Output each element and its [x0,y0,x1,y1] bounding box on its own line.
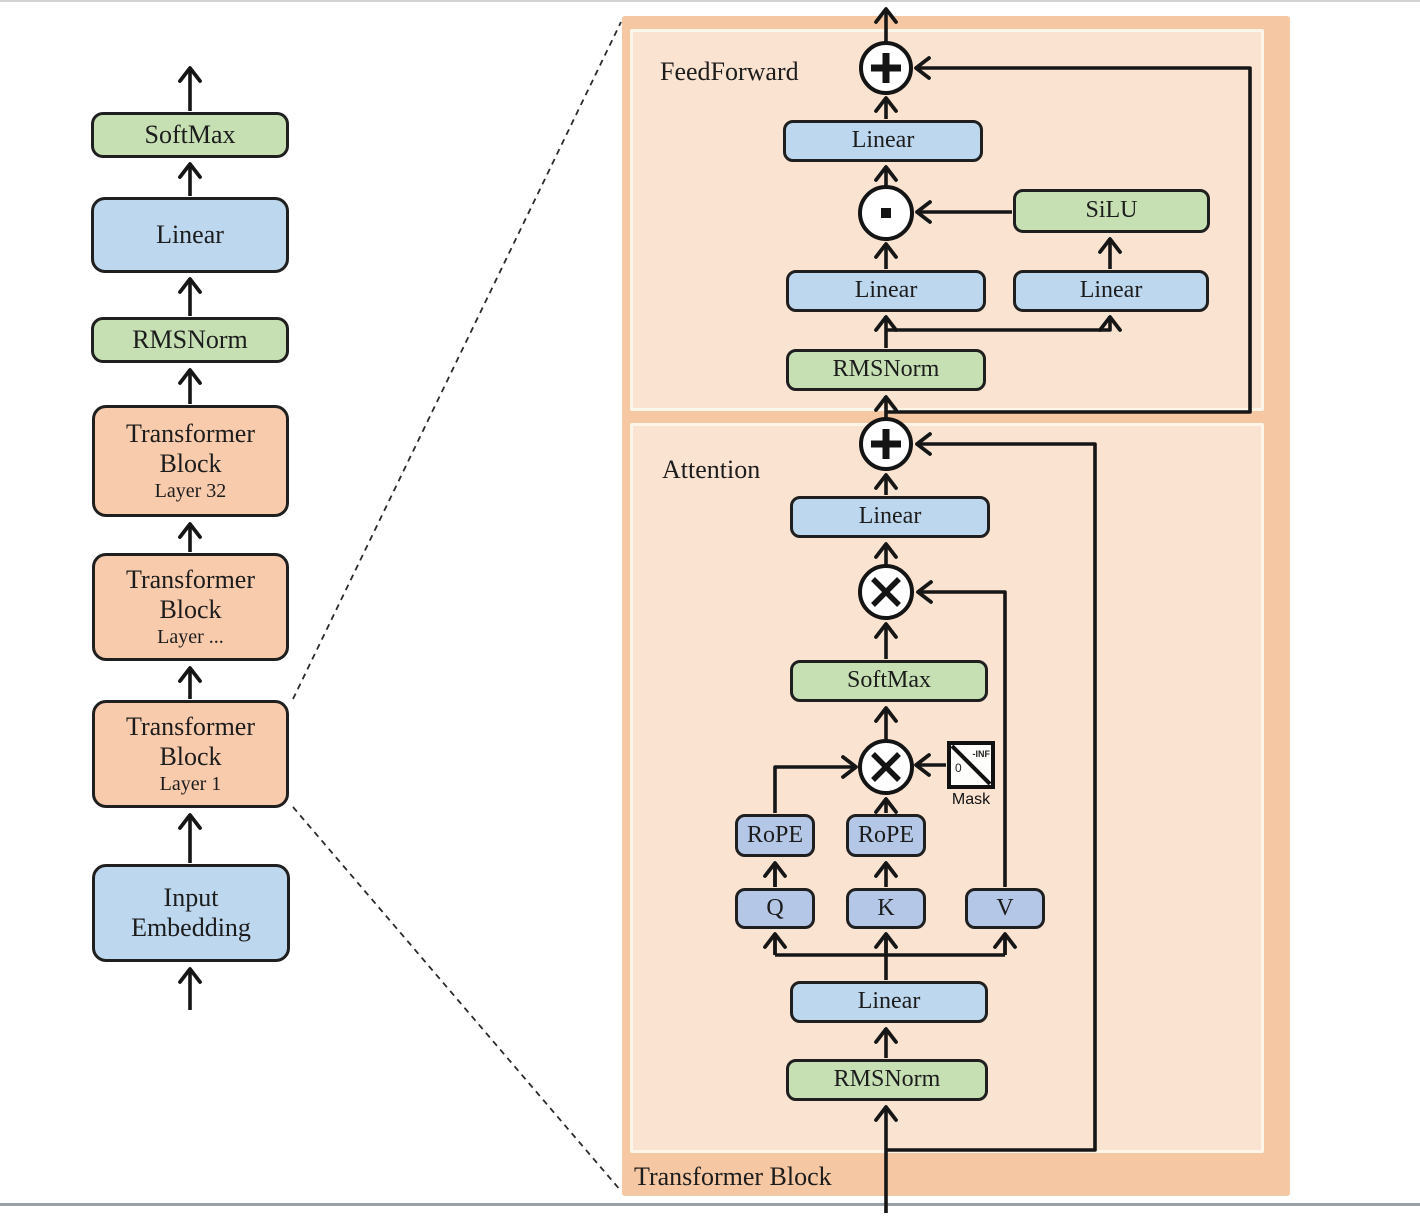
node-label: SoftMax [847,667,931,694]
node-title: Transformer Block [125,418,256,478]
node-label: Q [766,894,784,921]
layer-label: Layer ... [157,626,224,649]
node-label: Linear [1079,277,1143,304]
layer-label: Layer 1 [159,773,222,796]
input-embedding-node: Input Embedding [92,864,290,962]
mask-neg-inf-value: -INF [972,749,991,759]
value-node: V [965,888,1045,929]
node-label: Linear [156,220,224,250]
causal-mask-node: -INF 0 [947,741,995,789]
transformer-block-layer-mid-node: Transformer Block Layer ... [92,553,289,661]
transformer-block-panel-label: Transformer Block [634,1162,832,1191]
rope-q-node: RoPE [735,814,815,857]
silu-node: SiLU [1013,189,1210,233]
transformer-block-layer-1-node: Transformer Block Layer 1 [92,700,289,808]
node-label: Linear [857,988,921,1015]
bottom-frame-line [0,1203,1420,1206]
detail-wires [775,7,1252,1213]
node-label: RMSNorm [132,325,248,355]
node-label: SoftMax [144,120,236,150]
attention-add-operator [859,417,913,471]
node-label: Linear [851,127,915,154]
top-frame-line [0,0,1420,2]
node-title: Transformer Block [125,564,256,624]
node-label: RMSNorm [833,1066,941,1093]
transformer-block-layer-32-node: Transformer Block Layer 32 [92,405,289,517]
layer-label: Layer 32 [154,480,227,503]
node-label: Linear [858,503,922,530]
ff-right-linear-node: Linear [1013,270,1209,312]
mask-diagonal [950,744,992,786]
node-label: RoPE [857,821,914,848]
zoom-guide-lines [292,21,622,1192]
multiply-icon [871,577,901,607]
left-rmsnorm-node: RMSNorm [91,317,289,363]
plus-icon [871,53,901,83]
plus-icon [871,429,901,459]
ff-add-operator [859,41,913,95]
node-label: Input Embedding [131,883,251,942]
node-label: RoPE [746,821,803,848]
left-softmax-node: SoftMax [91,112,289,158]
node-label: RMSNorm [832,356,940,383]
query-key-matmul-operator [858,739,914,795]
left-linear-node: Linear [91,197,289,273]
multiply-icon [871,752,901,782]
node-label: V [996,894,1014,921]
dot-icon [881,208,891,218]
attn-output-linear-node: Linear [790,496,990,538]
node-label: SiLU [1085,197,1138,224]
attn-rmsnorm-node: RMSNorm [786,1059,988,1101]
attn-input-linear-node: Linear [790,981,988,1023]
ff-rmsnorm-node: RMSNorm [786,349,986,391]
node-title: Transformer Block [125,711,256,771]
node-label: K [877,894,895,921]
attn-value-matmul-operator [858,564,914,620]
attention-label: Attention [662,455,761,484]
ff-left-linear-node: Linear [786,270,986,312]
key-node: K [846,888,926,929]
ff-output-linear-node: Linear [783,120,983,162]
node-label: Linear [854,277,918,304]
feedforward-label: FeedForward [660,57,799,86]
mask-zero-value: 0 [955,761,962,775]
zoom-guide-line-top [292,21,622,700]
mask-label: Mask [951,791,991,808]
attn-softmax-node: SoftMax [790,660,988,702]
elementwise-product-operator [858,185,914,241]
zoom-guide-line-bottom [292,806,622,1192]
rope-k-node: RoPE [846,814,926,857]
query-node: Q [735,888,815,929]
